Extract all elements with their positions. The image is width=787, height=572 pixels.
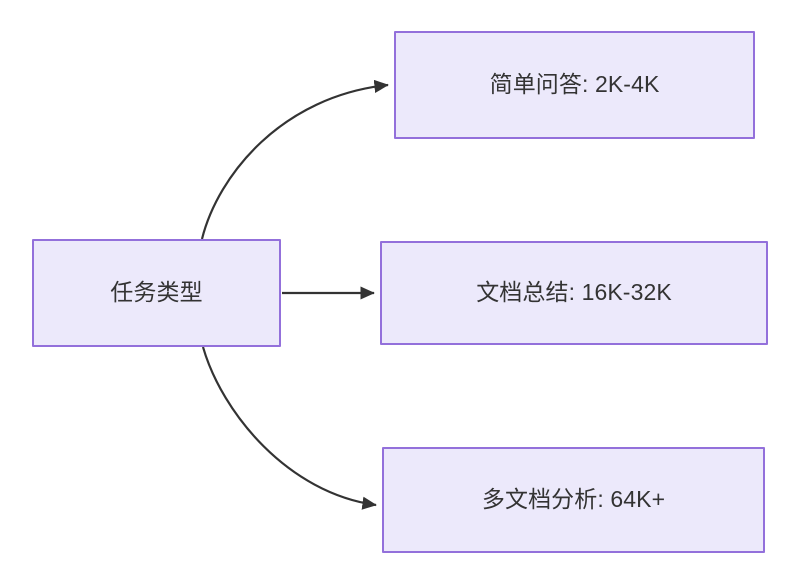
node-multi-document-analysis[interactable]: 多文档分析: 64K+ bbox=[382, 447, 765, 553]
edge-source-to-multidoc bbox=[201, 346, 377, 510]
node-label: 任务类型 bbox=[110, 279, 203, 306]
node-label: 简单问答: 2K-4K bbox=[489, 71, 660, 98]
node-label: 文档总结: 16K-32K bbox=[476, 279, 672, 306]
edge-source-to-simple bbox=[200, 79, 389, 240]
node-simple-qa[interactable]: 简单问答: 2K-4K bbox=[394, 31, 755, 139]
node-task-type[interactable]: 任务类型 bbox=[32, 239, 281, 347]
node-document-summary[interactable]: 文档总结: 16K-32K bbox=[380, 241, 768, 345]
node-label: 多文档分析: 64K+ bbox=[481, 486, 666, 513]
